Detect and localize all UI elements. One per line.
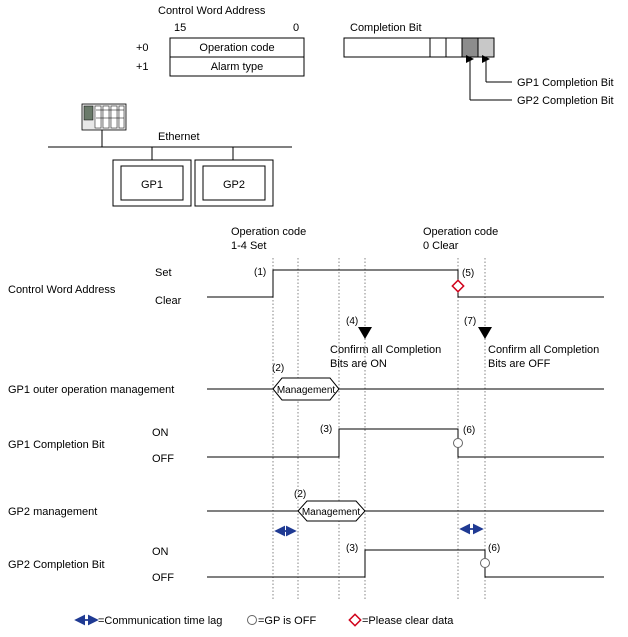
- register-offset-0: +0: [136, 42, 149, 54]
- register-offset-1: +1: [136, 61, 149, 73]
- legend: =Communication time lag =GP is OFF =Plea…: [74, 613, 454, 627]
- confirm-on-line2: Bits are ON: [330, 358, 387, 370]
- signal-cwa-name: Control Word Address: [8, 284, 116, 296]
- register-row-operation-code: Operation code: [199, 42, 274, 54]
- please-clear-data-icon: [451, 279, 465, 293]
- signal-gp2-bit-off: OFF: [152, 572, 174, 584]
- register-bit-high: 15: [174, 22, 186, 34]
- completion-bit-title: Completion Bit: [350, 22, 422, 34]
- step-2-gp1: (2): [272, 363, 284, 374]
- signal-gp1-mgmt-name: GP1 outer operation management: [8, 384, 174, 396]
- register-row-alarm-type: Alarm type: [211, 61, 264, 73]
- signal-gp1-completion-bit: GP1 Completion Bit ON OFF (3) (6): [8, 424, 604, 465]
- signal-cwa-clear: Clear: [155, 295, 182, 307]
- gp2-management-box: Management: [302, 507, 361, 518]
- step-5: (5): [462, 268, 474, 279]
- legend-lag: =Communication time lag: [98, 615, 222, 627]
- confirm-on-line1: Confirm all Completion: [330, 344, 441, 356]
- signal-gp1-bit-off: OFF: [152, 453, 174, 465]
- legend-clear: =Please clear data: [362, 615, 454, 627]
- step-1: (1): [254, 267, 266, 278]
- gp-off-legend-icon: [247, 615, 257, 625]
- gp1-completion-bit-cell: [477, 37, 495, 58]
- down-arrow-icon: [358, 327, 372, 339]
- plc-icon: [81, 103, 127, 131]
- gp1-management-box: Management: [277, 385, 336, 396]
- legend-off: =GP is OFF: [258, 615, 316, 627]
- step-2-gp2: (2): [294, 489, 306, 500]
- signal-gp2-completion-bit: GP2 Completion Bit ON OFF (3) (6): [8, 543, 604, 584]
- signal-gp2-bit-name: GP2 Completion Bit: [8, 559, 105, 571]
- header-set-line1: Operation code: [231, 226, 306, 238]
- step-3-gp2: (3): [346, 543, 358, 554]
- step-6-gp2: (6): [488, 543, 500, 554]
- confirm-on-callout: (4) Confirm all Completion Bits are ON: [330, 316, 441, 370]
- signal-gp1-management: GP1 outer operation management Managemen…: [8, 363, 604, 401]
- signal-gp1-bit-on: ON: [152, 427, 169, 439]
- signal-gp2-management: GP2 management Management (2): [8, 489, 604, 522]
- please-clear-data-legend-icon: [348, 613, 362, 627]
- signal-gp2-mgmt-name: GP2 management: [8, 506, 97, 518]
- gp2-completion-bit-cell: [461, 37, 479, 58]
- gp1-completion-bit-label: GP1 Completion Bit: [517, 77, 614, 89]
- step-3-gp1: (3): [320, 424, 332, 435]
- gp-off-icon: [480, 558, 490, 568]
- register-table: Control Word Address 15 0 +0 Operation c…: [136, 5, 305, 77]
- header-clear-line1: Operation code: [423, 226, 498, 238]
- step-7: (7): [464, 316, 476, 327]
- gp2-device: GP2: [194, 159, 274, 207]
- confirm-off-line1: Confirm all Completion: [488, 344, 599, 356]
- gp2-device-label: GP2: [223, 179, 245, 191]
- gp2-completion-bit-label: GP2 Completion Bit: [517, 95, 614, 107]
- network-diagram: Ethernet GP1 GP2: [48, 103, 292, 207]
- gp-off-icon: [453, 438, 463, 448]
- signal-gp1-bit-name: GP1 Completion Bit: [8, 439, 105, 451]
- step-4: (4): [346, 316, 358, 327]
- confirm-off-line2: Bits are OFF: [488, 358, 551, 370]
- signal-cwa-set: Set: [155, 267, 172, 279]
- ethernet-label: Ethernet: [158, 131, 200, 143]
- register-title: Control Word Address: [158, 5, 266, 17]
- signal-control-word-address: Control Word Address Set Clear (1) (5): [8, 267, 604, 307]
- signal-gp2-bit-on: ON: [152, 546, 169, 558]
- header-set-line2: 1-4 Set: [231, 240, 266, 252]
- gp1-device-label: GP1: [141, 179, 163, 191]
- step-6-gp1: (6): [463, 425, 475, 436]
- down-arrow-icon: [478, 327, 492, 339]
- completion-bit-register: Completion Bit GP1 Completion Bit GP2 Co…: [343, 22, 614, 107]
- register-bit-low: 0: [293, 22, 299, 34]
- confirm-off-callout: (7) Confirm all Completion Bits are OFF: [464, 316, 599, 370]
- header-clear-line2: 0 Clear: [423, 240, 459, 252]
- guide-lines: [272, 258, 486, 600]
- gp1-device: GP1: [112, 159, 192, 207]
